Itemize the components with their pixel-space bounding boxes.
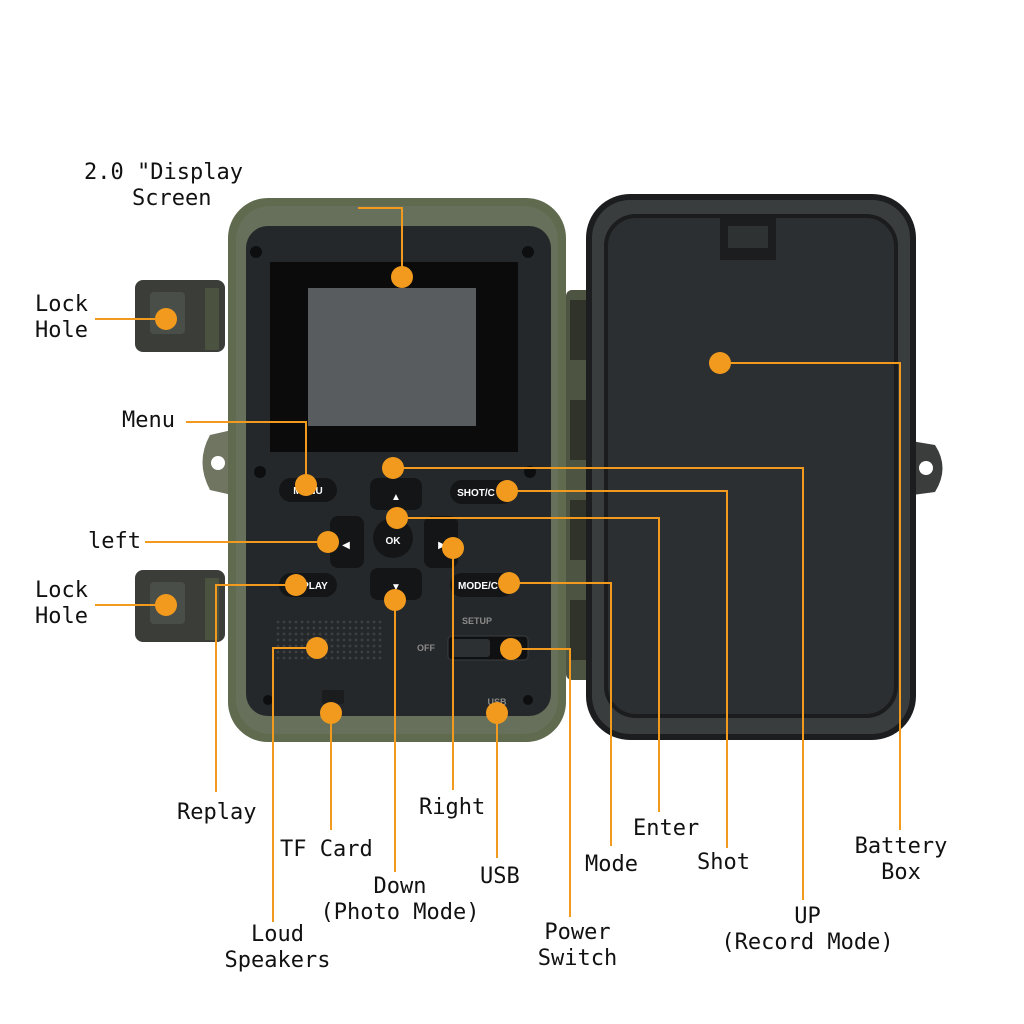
tf-card-slot xyxy=(322,690,344,704)
dot-lock-top xyxy=(155,308,177,330)
label-up: UP (Record Mode) xyxy=(721,904,894,955)
label-battery-box: Battery Box xyxy=(854,834,948,885)
label-tf-card: TF Card xyxy=(280,837,373,862)
svg-text:◀: ◀ xyxy=(342,540,350,551)
label-usb: USB xyxy=(480,864,520,889)
dot-left xyxy=(317,531,339,553)
callout-lines xyxy=(95,207,901,922)
label-loud-speakers: Loud Speakers xyxy=(224,922,331,973)
dot-power xyxy=(500,638,522,660)
label-display: 2.0 "Display Screen xyxy=(84,160,243,211)
left-button[interactable]: ◀ xyxy=(330,516,364,568)
leader-replay xyxy=(215,584,296,792)
label-right: Right xyxy=(419,795,486,820)
dot-display xyxy=(391,266,413,288)
dot-battery xyxy=(709,352,731,374)
svg-text:▲: ▲ xyxy=(391,492,401,503)
dot-lock-bottom xyxy=(155,594,177,616)
up-button[interactable]: ▲ xyxy=(370,478,422,510)
label-menu: Menu xyxy=(122,408,175,433)
leader-shot xyxy=(507,490,728,848)
svg-text:▼: ▼ xyxy=(391,582,401,593)
dot-up xyxy=(382,457,404,479)
leader-mode xyxy=(509,582,612,846)
label-lock-hole-top: Lock Hole xyxy=(35,292,88,343)
ok-button[interactable]: OK xyxy=(373,518,413,558)
svg-text:REPLAY: REPLAY xyxy=(288,581,328,592)
mode-button[interactable]: MODE/C xyxy=(450,573,514,597)
dot-tf xyxy=(320,702,342,724)
svg-text:OK: OK xyxy=(386,536,402,547)
down-button[interactable]: ▼ xyxy=(370,568,422,600)
dot-enter xyxy=(386,507,408,529)
leader-speakers xyxy=(272,647,317,922)
svg-text:MODE/C: MODE/C xyxy=(458,581,498,592)
dot-right xyxy=(442,537,464,559)
dot-speakers xyxy=(306,637,328,659)
leader-battery xyxy=(720,362,901,830)
speaker-grille xyxy=(276,620,382,660)
svg-text:SHOT/C: SHOT/C xyxy=(457,488,495,499)
label-replay: Replay xyxy=(177,800,257,825)
label-enter: Enter xyxy=(633,816,700,841)
svg-text:USB: USB xyxy=(487,697,507,707)
callout-dots xyxy=(155,266,731,724)
label-shot: Shot xyxy=(697,850,750,875)
svg-text:SETUP: SETUP xyxy=(462,616,492,626)
svg-text:▶: ▶ xyxy=(438,540,446,551)
label-power-switch: Power Switch xyxy=(537,920,618,971)
dot-mode xyxy=(498,572,520,594)
leader-up xyxy=(393,467,804,900)
label-left: left xyxy=(88,529,141,554)
battery-box xyxy=(604,214,898,718)
dot-down xyxy=(384,589,406,611)
dot-replay xyxy=(285,574,307,596)
dot-menu xyxy=(295,474,317,496)
dot-usb xyxy=(486,702,508,724)
leader-menu xyxy=(186,421,307,485)
display-screen xyxy=(308,288,476,426)
leader-enter xyxy=(397,517,660,812)
label-lock-hole-bottom: Lock Hole xyxy=(35,578,88,629)
dot-shot xyxy=(496,480,518,502)
camera-front-body: MENU SHOT/C ▲ ◀ OK ▶ ▼ REPLAY xyxy=(135,198,566,742)
label-mode: Mode xyxy=(585,852,638,877)
label-down: Down (Photo Mode) xyxy=(320,874,480,925)
leader-power xyxy=(511,648,571,917)
svg-text:OFF: OFF xyxy=(417,643,435,653)
leader-display xyxy=(358,207,403,277)
